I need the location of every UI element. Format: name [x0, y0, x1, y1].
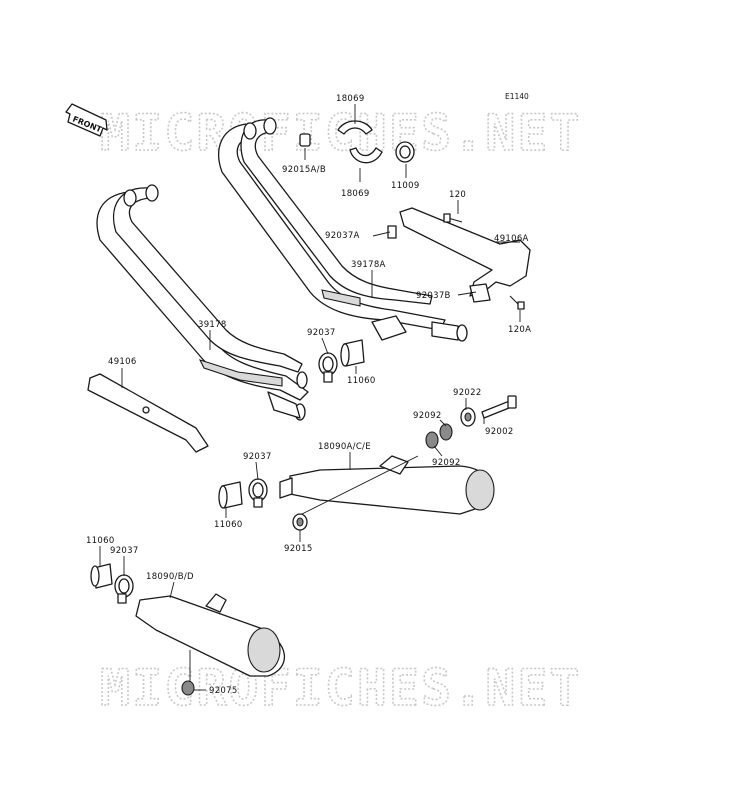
- grommet-92075: [181, 680, 195, 696]
- label-92022: 92022: [453, 388, 482, 398]
- label-11009: 11009: [391, 181, 420, 191]
- label-92015ab: 92015A/B: [282, 165, 326, 175]
- muffler-18090bd: [135, 593, 285, 677]
- exhaust-pipe-39178a: [218, 117, 468, 342]
- label-92075: 92075: [209, 686, 238, 696]
- label-120: 120: [449, 190, 466, 200]
- rubber-92092-b: [425, 431, 439, 449]
- label-11060-upper: 11060: [347, 376, 376, 386]
- nut-92015ab: [299, 133, 311, 147]
- gasket-11060-middle: [218, 481, 243, 509]
- bracket-49106a: [387, 207, 531, 303]
- label-11060-lower: 11060: [86, 536, 115, 546]
- label-39178: 39178: [198, 320, 227, 330]
- label-49106a: 49106A: [494, 234, 529, 244]
- label-11060-middle: 11060: [214, 520, 243, 530]
- label-92002: 92002: [485, 427, 514, 437]
- label-18090ace: 18090A/C/E: [318, 442, 371, 452]
- label-18090bd: 18090/B/D: [146, 572, 194, 582]
- bolt-92002: [481, 395, 517, 419]
- leader-lines: [99, 104, 521, 691]
- label-18069-top: 18069: [336, 94, 365, 104]
- muffler-18090ace: [279, 455, 495, 515]
- clamp-92037-upper: [318, 352, 338, 383]
- clamp-18069-bottom: [349, 147, 383, 164]
- diagram-code: E1140: [505, 92, 529, 101]
- clamp-18069-top: [337, 120, 373, 135]
- bolt-120: [443, 213, 463, 223]
- label-92037-middle: 92037: [243, 452, 272, 462]
- label-92092-upper: 92092: [413, 411, 442, 421]
- gasket-11009: [395, 141, 415, 163]
- clamp-92037-lower: [114, 574, 134, 604]
- bolt-120a: [509, 295, 525, 310]
- label-120a: 120A: [508, 325, 531, 335]
- callout-labels: 18069 18069 92015A/B 11009 120 92037A 49…: [86, 94, 531, 696]
- gasket-11060-upper: [340, 339, 365, 367]
- label-92015: 92015: [284, 544, 313, 554]
- clamp-92037-middle: [248, 478, 268, 508]
- label-92037b: 92037B: [416, 291, 451, 301]
- exhaust-pipe-39178: [96, 184, 309, 421]
- gasket-11060-lower: [90, 563, 113, 589]
- label-18069-bottom: 18069: [341, 189, 370, 199]
- label-49106: 49106: [108, 357, 137, 367]
- label-39178a: 39178A: [351, 260, 386, 270]
- watermark-bottom: MICROFICHES.NET: [100, 659, 582, 717]
- watermark-top: MICROFICHES.NET: [100, 104, 582, 162]
- nut-92015: [292, 513, 308, 531]
- label-92037a: 92037A: [325, 231, 360, 241]
- label-92092-lower: 92092: [432, 458, 461, 468]
- washer-92022: [460, 407, 476, 427]
- heat-guard-49106: [87, 373, 209, 453]
- rubber-92092-a: [439, 423, 453, 441]
- label-92037-upper: 92037: [307, 328, 336, 338]
- label-92037-lower: 92037: [110, 546, 139, 556]
